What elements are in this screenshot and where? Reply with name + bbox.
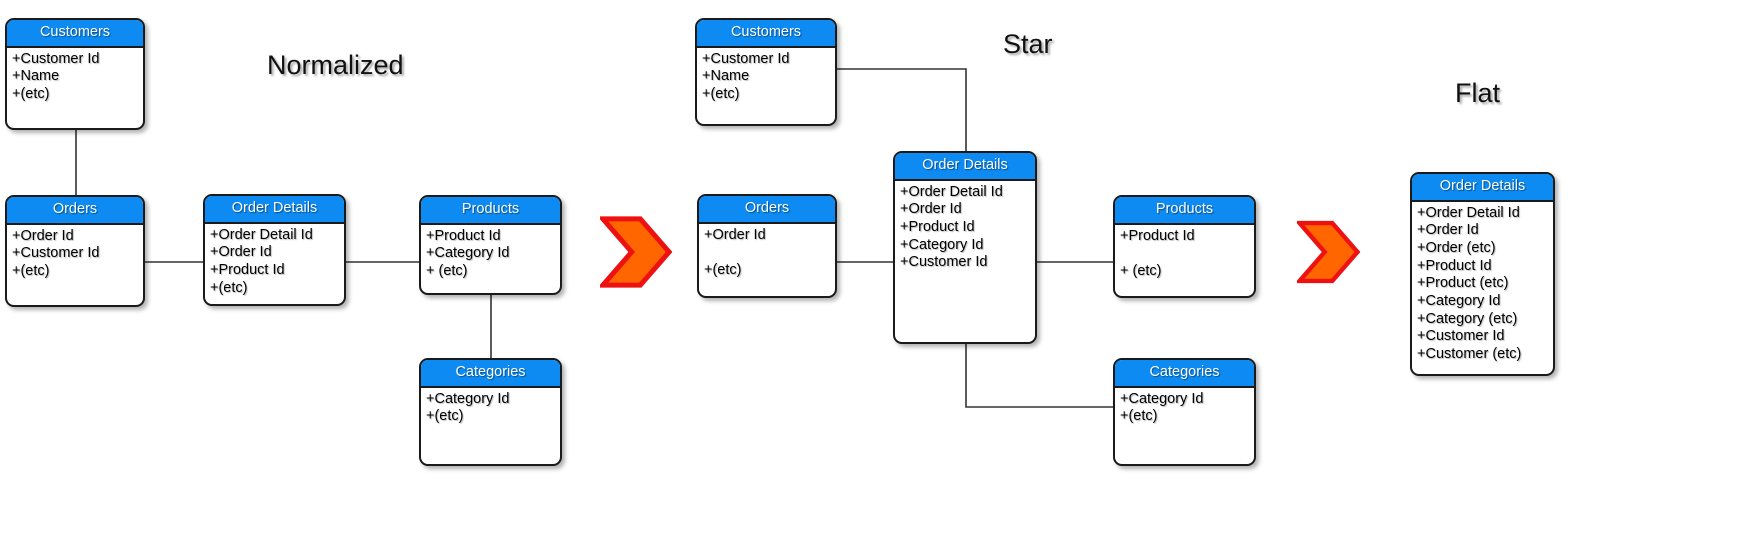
entity-field: +Order Id [900, 201, 962, 218]
entity-field: +Product Id [1120, 227, 1195, 244]
entity-field: +Order (etc) [1417, 239, 1496, 256]
entity-field: +Product Id [210, 261, 285, 278]
section-heading-flat: Flat [1455, 78, 1501, 108]
entity-title-star-order-details: Order Details [895, 153, 1035, 181]
entity-fields-flat-order-details: +Order Detail Id+Order Id+Order (etc)+Pr… [1412, 202, 1553, 364]
arrow-star-to-flat-icon [1294, 216, 1361, 288]
entity-title-star-customers: Customers [697, 20, 835, 48]
entity-field: +Category Id [426, 390, 510, 407]
entity-field: +Category (etc) [1417, 310, 1518, 327]
entity-fields-star-orders: +Order Id +(etc) [699, 224, 835, 280]
entity-field: +Order Detail Id [210, 226, 313, 243]
entity-field: +Order Detail Id [1417, 204, 1520, 221]
entity-field: +Product Id [900, 218, 975, 235]
entity-normalized-customers[interactable]: Customers+Customer Id+Name+(etc) [5, 18, 145, 130]
entity-title-normalized-orders: Orders [7, 197, 143, 225]
entity-field: +Customer Id [12, 50, 100, 67]
entity-field: +(etc) [1120, 408, 1158, 425]
entity-fields-star-products: +Product Id + (etc) [1115, 225, 1254, 281]
entity-fields-normalized-customers: +Customer Id+Name+(etc) [7, 48, 143, 104]
entity-normalized-orders[interactable]: Orders+Order Id+Customer Id+(etc) [5, 195, 145, 307]
section-heading-normalized: Normalized [267, 50, 404, 80]
entity-fields-star-customers: +Customer Id+Name+(etc) [697, 48, 835, 104]
entity-fields-normalized-products: +Product Id+Category Id+ (etc) [421, 225, 560, 281]
entity-field: +Customer Id [1417, 328, 1505, 345]
entity-title-star-categories: Categories [1115, 360, 1254, 388]
entity-fields-star-order-details: +Order Detail Id+Order Id+Product Id+Cat… [895, 181, 1035, 272]
entity-star-customers[interactable]: Customers+Customer Id+Name+(etc) [695, 18, 837, 126]
entity-field: +Category Id [426, 245, 510, 262]
chevron-shape [1294, 220, 1361, 284]
entity-title-star-orders: Orders [699, 196, 835, 224]
entity-star-orders[interactable]: Orders+Order Id +(etc) [697, 194, 837, 298]
entity-normalized-products[interactable]: Products+Product Id+Category Id+ (etc) [419, 195, 562, 295]
entity-field: +(etc) [702, 85, 740, 102]
entity-field: +Customer Id [900, 254, 988, 271]
entity-field: +(etc) [704, 261, 742, 278]
entity-field: +Product (etc) [1417, 275, 1509, 292]
entity-flat-order-details[interactable]: Order Details+Order Detail Id+Order Id+O… [1410, 172, 1555, 376]
connector-order-details-to-categories [965, 344, 1113, 408]
entity-star-products[interactable]: Products+Product Id + (etc) [1113, 195, 1256, 298]
entity-title-star-products: Products [1115, 197, 1254, 225]
entity-field: +Order Id [1417, 222, 1479, 239]
entity-normalized-categories[interactable]: Categories+Category Id+(etc) [419, 358, 562, 466]
entity-field: +Order Id [12, 227, 74, 244]
entity-field: +Product Id [426, 227, 501, 244]
entity-field: +Category Id [900, 236, 984, 253]
entity-field: + (etc) [1120, 262, 1162, 279]
entity-field: +Customer Id [12, 245, 100, 262]
entity-field: +(etc) [426, 408, 464, 425]
entity-field: +Order Detail Id [900, 183, 1003, 200]
entity-title-normalized-customers: Customers [7, 20, 143, 48]
chevron-right-icon [597, 216, 673, 288]
entity-fields-normalized-orders: +Order Id+Customer Id+(etc) [7, 225, 143, 281]
entity-field: +Category Id [1417, 292, 1501, 309]
entity-field: + (etc) [426, 262, 468, 279]
arrow-normalized-to-star-icon [597, 216, 673, 288]
entity-field: +Order Id [704, 226, 766, 243]
entity-fields-star-categories: +Category Id+(etc) [1115, 388, 1254, 426]
entity-star-order-details[interactable]: Order Details+Order Detail Id+Order Id+P… [893, 151, 1037, 344]
entity-field: +Name [702, 68, 750, 85]
entity-field: +(etc) [210, 279, 248, 296]
entity-normalized-order-details[interactable]: Order Details+Order Detail Id+Order Id+P… [203, 194, 346, 306]
entity-title-normalized-categories: Categories [421, 360, 560, 388]
entity-star-categories[interactable]: Categories+Category Id+(etc) [1113, 358, 1256, 466]
entity-title-normalized-products: Products [421, 197, 560, 225]
entity-field: +Customer Id [702, 50, 790, 67]
section-heading-star: Star [1003, 29, 1053, 59]
chevron-right-icon [1294, 220, 1361, 284]
entity-field: +(etc) [12, 85, 50, 102]
entity-field: +Category Id [1120, 390, 1204, 407]
entity-field: +Order Id [210, 244, 272, 261]
entity-fields-normalized-categories: +Category Id+(etc) [421, 388, 560, 426]
entity-field: +Customer (etc) [1417, 346, 1522, 362]
entity-field: +Name [12, 68, 60, 85]
entity-field: +(etc) [12, 262, 50, 279]
entity-title-flat-order-details: Order Details [1412, 174, 1553, 202]
entity-fields-normalized-order-details: +Order Detail Id+Order Id+Product Id+(et… [205, 224, 344, 298]
connector-customers-to-order-details [837, 68, 967, 151]
entity-title-normalized-order-details: Order Details [205, 196, 344, 224]
chevron-shape [597, 216, 673, 288]
entity-field: +Product Id [1417, 257, 1492, 274]
